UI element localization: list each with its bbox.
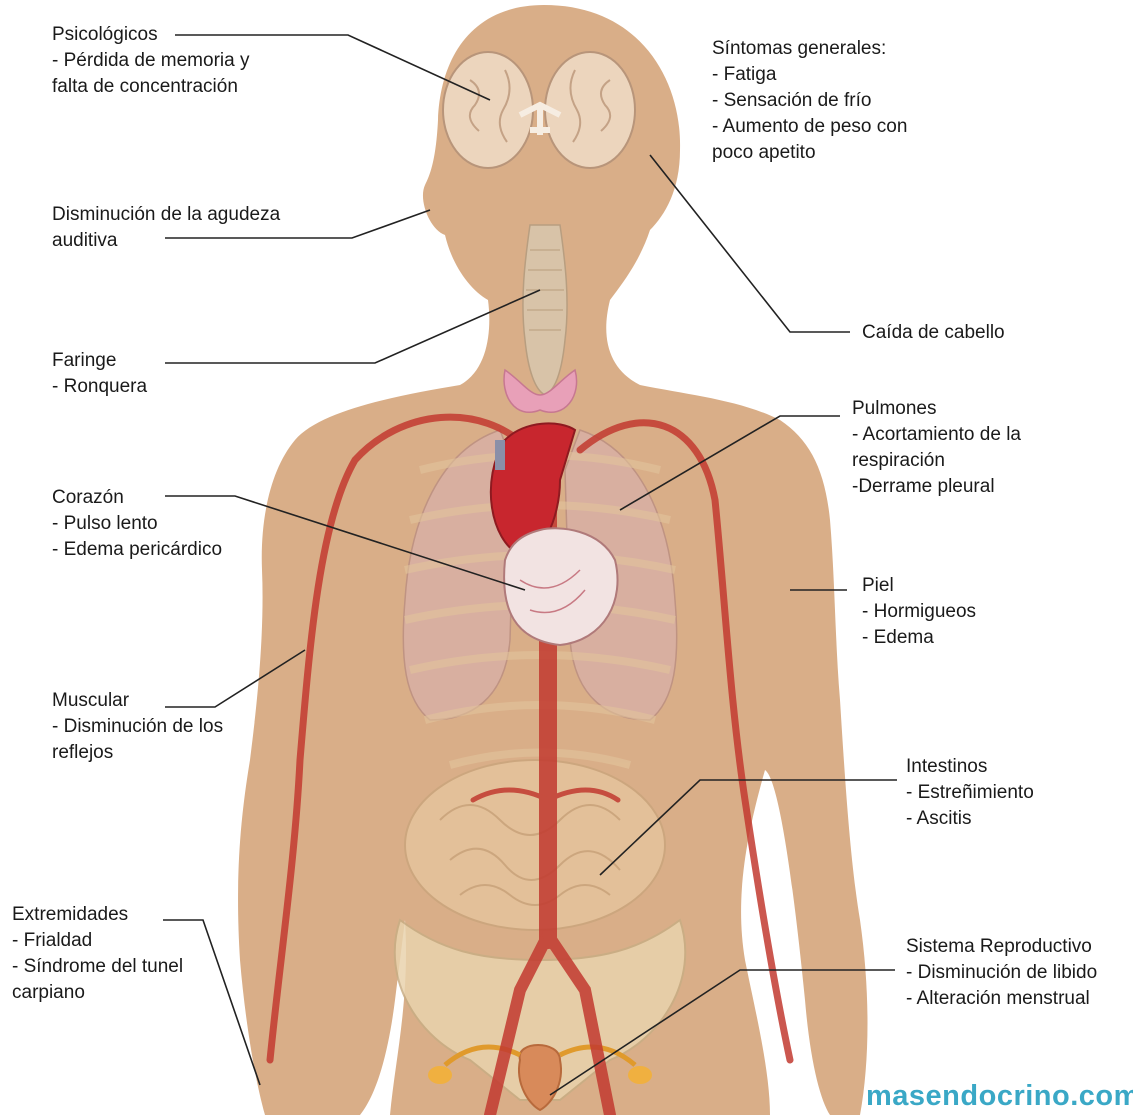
label-sintomas-line-4: poco apetito [712,140,907,166]
label-piel-line-1: - Hormigueos [862,599,976,625]
label-pulmones-line-1: - Acortamiento de la [852,422,1021,448]
label-sintomas: Síntomas generales: - Fatiga - Sensación… [712,36,907,166]
label-pulmones-title: Pulmones [852,396,1021,422]
label-piel-title: Piel [862,573,976,599]
label-cabello: Caída de cabello [862,320,1005,346]
label-auditiva-line-1: auditiva [52,228,280,254]
label-faringe-title: Faringe [52,348,147,374]
label-muscular-line-2: reflejos [52,740,223,766]
label-corazon-line-1: - Pulso lento [52,511,222,537]
label-pulmones: Pulmones - Acortamiento de la respiració… [852,396,1021,500]
label-reproductivo-line-2: - Alteración menstrual [906,986,1097,1012]
label-extremidades-line-2: - Síndrome del tunel [12,954,183,980]
watermark: masendocrino.com [866,1080,1133,1113]
label-extremidades-line-3: carpiano [12,980,183,1006]
label-extremidades-line-1: - Frialdad [12,928,183,954]
label-extremidades-title: Extremidades [12,902,183,928]
label-extremidades: Extremidades - Frialdad - Síndrome del t… [12,902,183,1006]
label-psicologicos-line-2: falta de concentración [52,74,249,100]
label-piel-line-2: - Edema [862,625,976,651]
label-intestinos-title: Intestinos [906,754,1034,780]
label-psicologicos-title: Psicológicos [52,22,249,48]
label-muscular-line-1: - Disminución de los [52,714,223,740]
label-auditiva-title: Disminución de la agudeza [52,202,280,228]
label-corazon-line-2: - Edema pericárdico [52,537,222,563]
label-piel: Piel - Hormigueos - Edema [862,573,976,651]
label-faringe: Faringe - Ronquera [52,348,147,400]
label-sintomas-line-2: - Sensación de frío [712,88,907,114]
label-auditiva: Disminución de la agudeza auditiva [52,202,280,254]
label-reproductivo-title: Sistema Reproductivo [906,934,1097,960]
label-faringe-line-1: - Ronquera [52,374,147,400]
label-reproductivo: Sistema Reproductivo - Disminución de li… [906,934,1097,1012]
label-muscular-title: Muscular [52,688,223,714]
label-pulmones-line-3: -Derrame pleural [852,474,1021,500]
label-pulmones-line-2: respiración [852,448,1021,474]
leader-faringe [165,290,540,363]
label-corazon-title: Corazón [52,485,222,511]
leader-cabello [650,155,850,332]
label-muscular: Muscular - Disminución de los reflejos [52,688,223,766]
label-reproductivo-line-1: - Disminución de libido [906,960,1097,986]
label-sintomas-line-1: - Fatiga [712,62,907,88]
label-psicologicos-line-1: - Pérdida de memoria y [52,48,249,74]
pharynx [523,225,567,395]
label-corazon: Corazón - Pulso lento - Edema pericárdic… [52,485,222,563]
label-sintomas-title: Síntomas generales: [712,36,907,62]
label-cabello-title: Caída de cabello [862,320,1005,346]
label-intestinos-line-1: - Estreñimiento [906,780,1034,806]
label-intestinos-line-2: - Ascitis [906,806,1034,832]
label-sintomas-line-3: - Aumento de peso con [712,114,907,140]
intestines [405,760,665,930]
label-intestinos: Intestinos - Estreñimiento - Ascitis [906,754,1034,832]
label-psicologicos: Psicológicos - Pérdida de memoria y falt… [52,22,249,100]
